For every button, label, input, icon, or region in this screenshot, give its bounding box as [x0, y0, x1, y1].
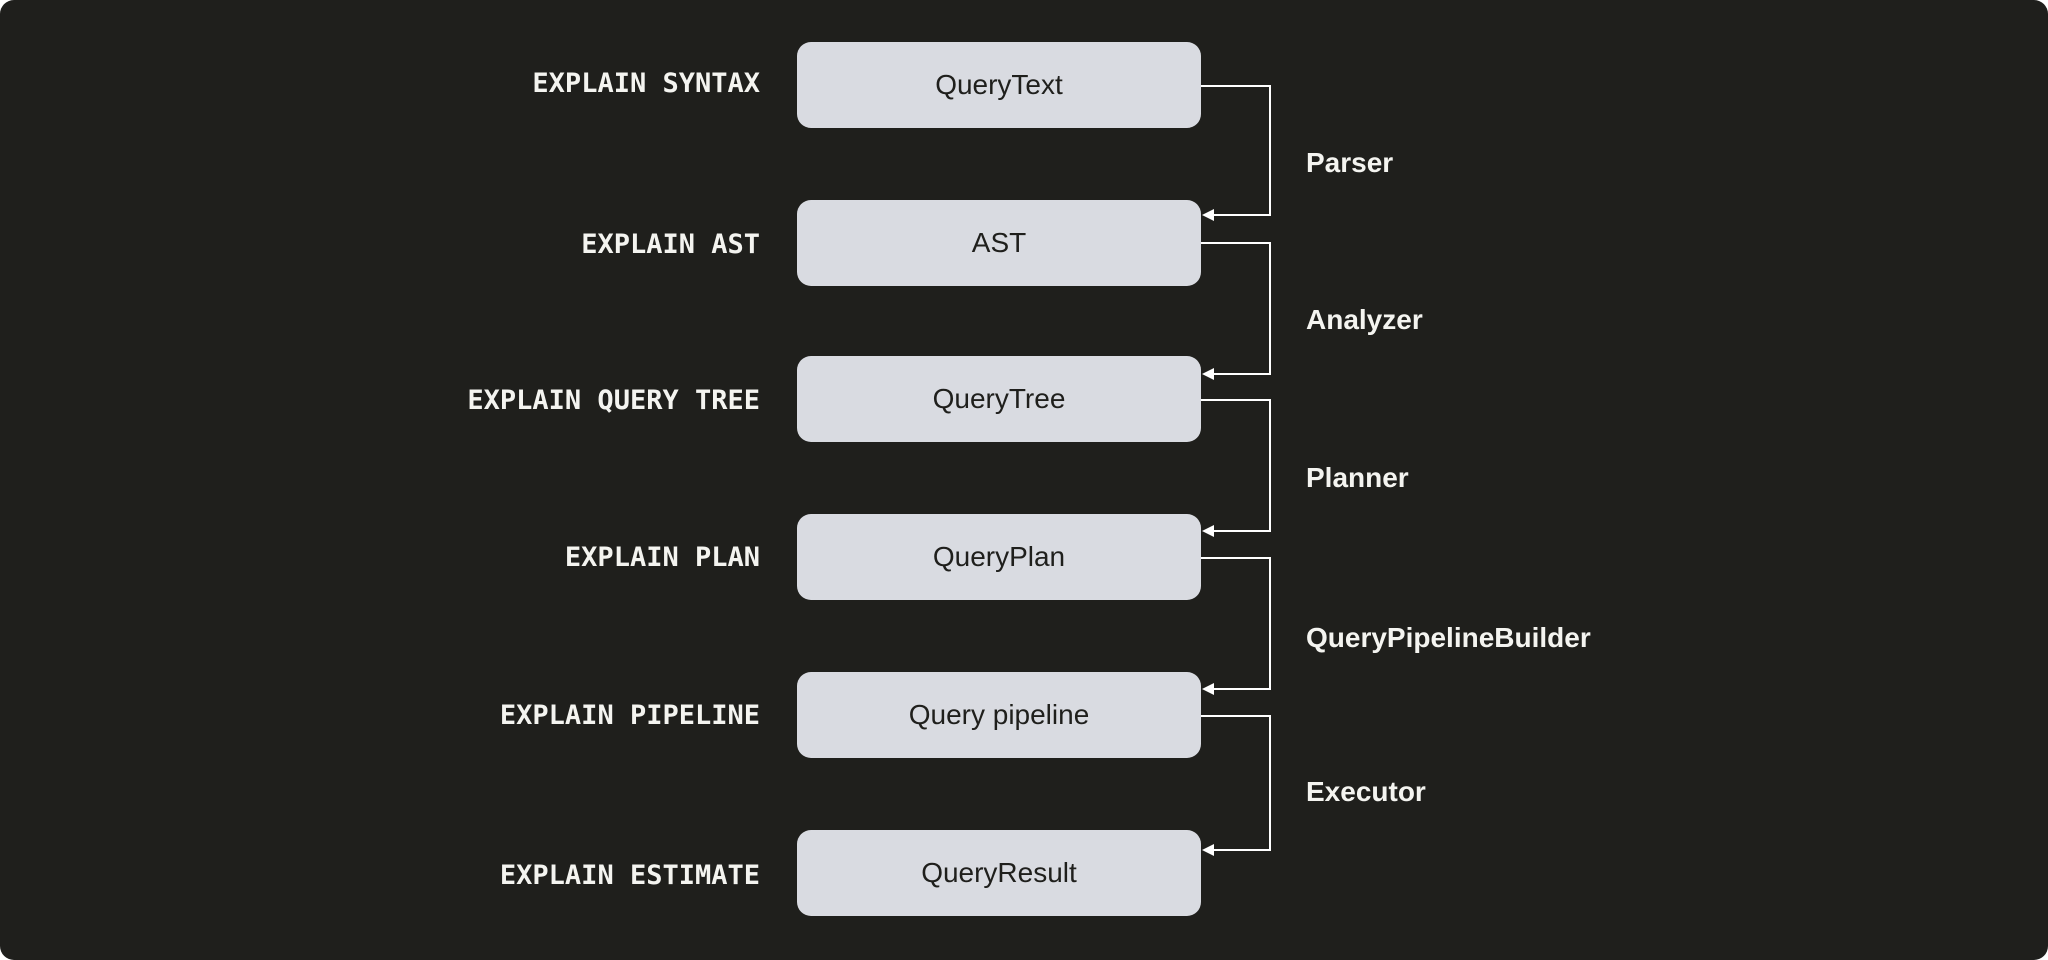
connector-planner	[1201, 399, 1271, 532]
arrowhead-icon	[1202, 525, 1214, 537]
connector-pipeline	[1201, 557, 1271, 690]
stage-name: AST	[971, 227, 1027, 258]
stage-box-query-pipeline: Query pipeline	[797, 672, 1201, 758]
stage-name: QueryResult	[921, 857, 1077, 888]
explain-plan-label: EXPLAIN PLAN	[564, 542, 760, 573]
explain-syntax-label: EXPLAIN SYNTAX	[532, 68, 760, 99]
component-analyzer: Analyzer	[1306, 304, 1423, 335]
component-parser: Parser	[1306, 147, 1394, 178]
stage-box-query-result: QueryResult	[797, 830, 1201, 916]
stage-box-query-text: QueryText	[797, 42, 1201, 128]
stage-name: QueryPlan	[932, 541, 1066, 572]
connector-executor	[1201, 715, 1271, 851]
explain-pipeline-label: EXPLAIN PIPELINE	[499, 700, 760, 731]
arrowhead-icon	[1202, 209, 1214, 221]
stage-box-query-tree: QueryTree	[797, 356, 1201, 442]
explain-ast-label: EXPLAIN AST	[581, 229, 760, 260]
component-planner: Planner	[1306, 462, 1409, 493]
stage-name: QueryText	[935, 69, 1063, 100]
stage-name: QueryTree	[932, 383, 1066, 414]
stage-box-query-plan: QueryPlan	[797, 514, 1201, 600]
stage-name: Query pipeline	[908, 699, 1090, 730]
arrowhead-icon	[1202, 844, 1214, 856]
arrowhead-icon	[1202, 683, 1214, 695]
explain-query-tree-label: EXPLAIN QUERY TREE	[467, 385, 760, 416]
component-executor: Executor	[1306, 776, 1426, 807]
arrowhead-icon	[1202, 368, 1214, 380]
explain-estimate-label: EXPLAIN ESTIMATE	[499, 860, 760, 891]
connector-analyzer	[1201, 242, 1271, 375]
stage-box-ast: AST	[797, 200, 1201, 286]
connector-parser	[1201, 85, 1271, 216]
component-querypipelinebuilder: QueryPipelineBuilder	[1306, 622, 1591, 653]
